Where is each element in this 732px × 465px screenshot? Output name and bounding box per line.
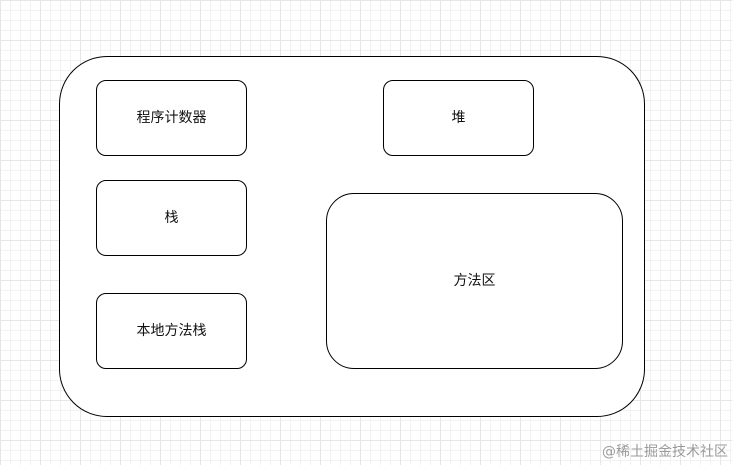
native-method-stack-label: 本地方法栈: [136, 323, 207, 339]
stack-label: 栈: [164, 210, 179, 226]
program-counter-label: 程序计数器: [136, 110, 207, 126]
method-area-box: 方法区: [326, 193, 623, 369]
program-counter-box: 程序计数器: [96, 80, 247, 156]
heap-box: 堆: [383, 80, 534, 156]
watermark: @稀土掘金技术社区: [602, 444, 728, 460]
method-area-label: 方法区: [453, 273, 496, 289]
stack-box: 栈: [96, 180, 247, 256]
heap-label: 堆: [451, 110, 466, 126]
native-method-stack-box: 本地方法栈: [96, 293, 247, 369]
